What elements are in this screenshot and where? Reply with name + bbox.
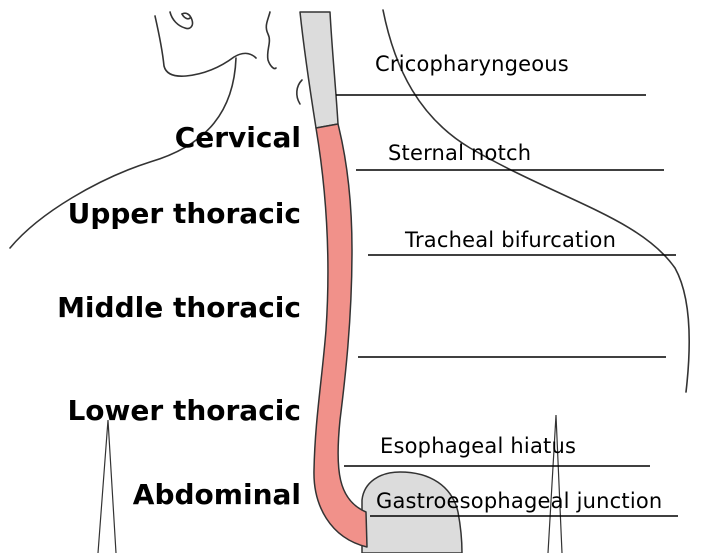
landmark-label-gastroesophageal-junction: Gastroesophageal junction [376, 491, 662, 512]
landmark-label-tracheal-bifurcation: Tracheal bifurcation [405, 230, 616, 251]
landmark-label-cricopharyngeous: Cricopharyngeous [375, 54, 569, 75]
segment-label-upper-thoracic: Upper thoracic [68, 200, 301, 228]
segment-label-cervical: Cervical [175, 124, 301, 152]
segment-label-lower-thoracic: Lower thoracic [67, 397, 301, 425]
landmark-label-sternal-notch: Sternal notch [388, 143, 531, 164]
segment-label-middle-thoracic: Middle thoracic [57, 294, 301, 322]
esophagus [314, 124, 367, 547]
pharynx [300, 12, 338, 128]
landmark-label-esophageal-hiatus: Esophageal hiatus [380, 436, 576, 457]
segment-label-abdominal: Abdominal [133, 481, 301, 509]
